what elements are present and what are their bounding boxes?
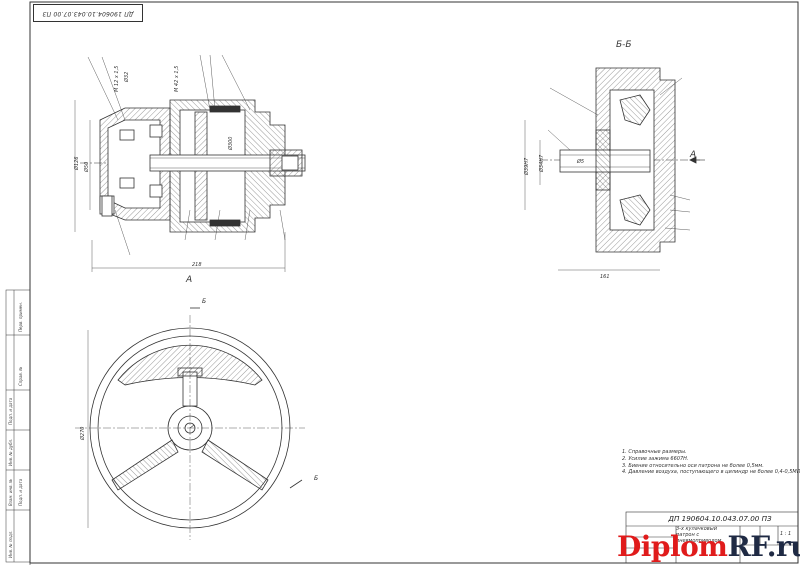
strip-label: Подп. и дата [8, 397, 13, 425]
dim-left-diam-outer: Ø126 [73, 157, 80, 171]
top-stamp: ДП 190604.10.043.07.00 ПЗ [33, 4, 143, 22]
side-strip-lines [5, 289, 31, 563]
note-line: 3. Биение относительно оси патрона не бо… [622, 462, 764, 469]
dim-wheel-diam: Ø270 [79, 427, 86, 441]
handwheel-view [75, 307, 305, 540]
strip-label: Перв. примен. [18, 301, 23, 332]
strip-label: Инв. № дубл. [8, 438, 13, 466]
strip-label: Подп. и дата [18, 478, 23, 506]
watermark-red: Diplom [617, 530, 728, 563]
strip-label: Взам. инв. № [8, 478, 13, 506]
note-line: 4. Давление воздуха, поступающего в цили… [622, 469, 800, 476]
dim-right-small: Ø5 [576, 158, 584, 165]
view-a-label: А [186, 275, 193, 285]
section-bb-view [524, 67, 705, 271]
note-line: 2. Усилие зажима 6607Н. [622, 455, 689, 462]
dim-thread-1: M 12 x 1,5 [114, 66, 120, 92]
dim-thread-2: M 42 x 1,5 [174, 66, 180, 92]
dim-right-diam-1: Ø39H7 [523, 157, 530, 176]
sheet-frame [29, 1, 799, 564]
title-block-lines [625, 511, 799, 564]
technical-notes: 1. Справочные размеры. 2. Усилие зажима … [622, 449, 800, 476]
side-strip: Перв. примен. Справ. № Подп. и дата Инв.… [0, 290, 30, 565]
watermark-dark: RF [727, 530, 767, 563]
title-doc-name: 3-х кулачковый патрон с пневмоприводом [676, 526, 722, 544]
dim-piston-diam: Ø300 [227, 137, 234, 151]
title-sheet-scale: 1 : 1 [780, 531, 792, 537]
strip-label: Инв. № подл. [8, 530, 13, 558]
dim-right-length: 161 [600, 274, 610, 280]
arrow-a-label: А [690, 150, 697, 160]
main-section-view [74, 54, 306, 272]
section-bb-label: Б-Б [616, 40, 632, 50]
cut-b-top-label: Б [202, 298, 207, 305]
strip-label: Справ. № [18, 366, 23, 386]
dim-left-diam-inner: Ø50 [83, 162, 90, 173]
title-doc-code: ДП 190604.10.043.07.00 ПЗ [668, 514, 772, 523]
dim-right-diam-2: Ø34H7 [538, 154, 545, 173]
dim-inner-diam: Ø32 [123, 72, 130, 83]
note-line: 1. Справочные размеры. [622, 449, 687, 455]
dim-left-length: 218 [192, 262, 202, 268]
cut-b-bottom-label: Б [314, 475, 319, 482]
watermark-suffix: .ru [766, 530, 800, 563]
watermark-logo: DiplomRF.ru [617, 530, 800, 563]
